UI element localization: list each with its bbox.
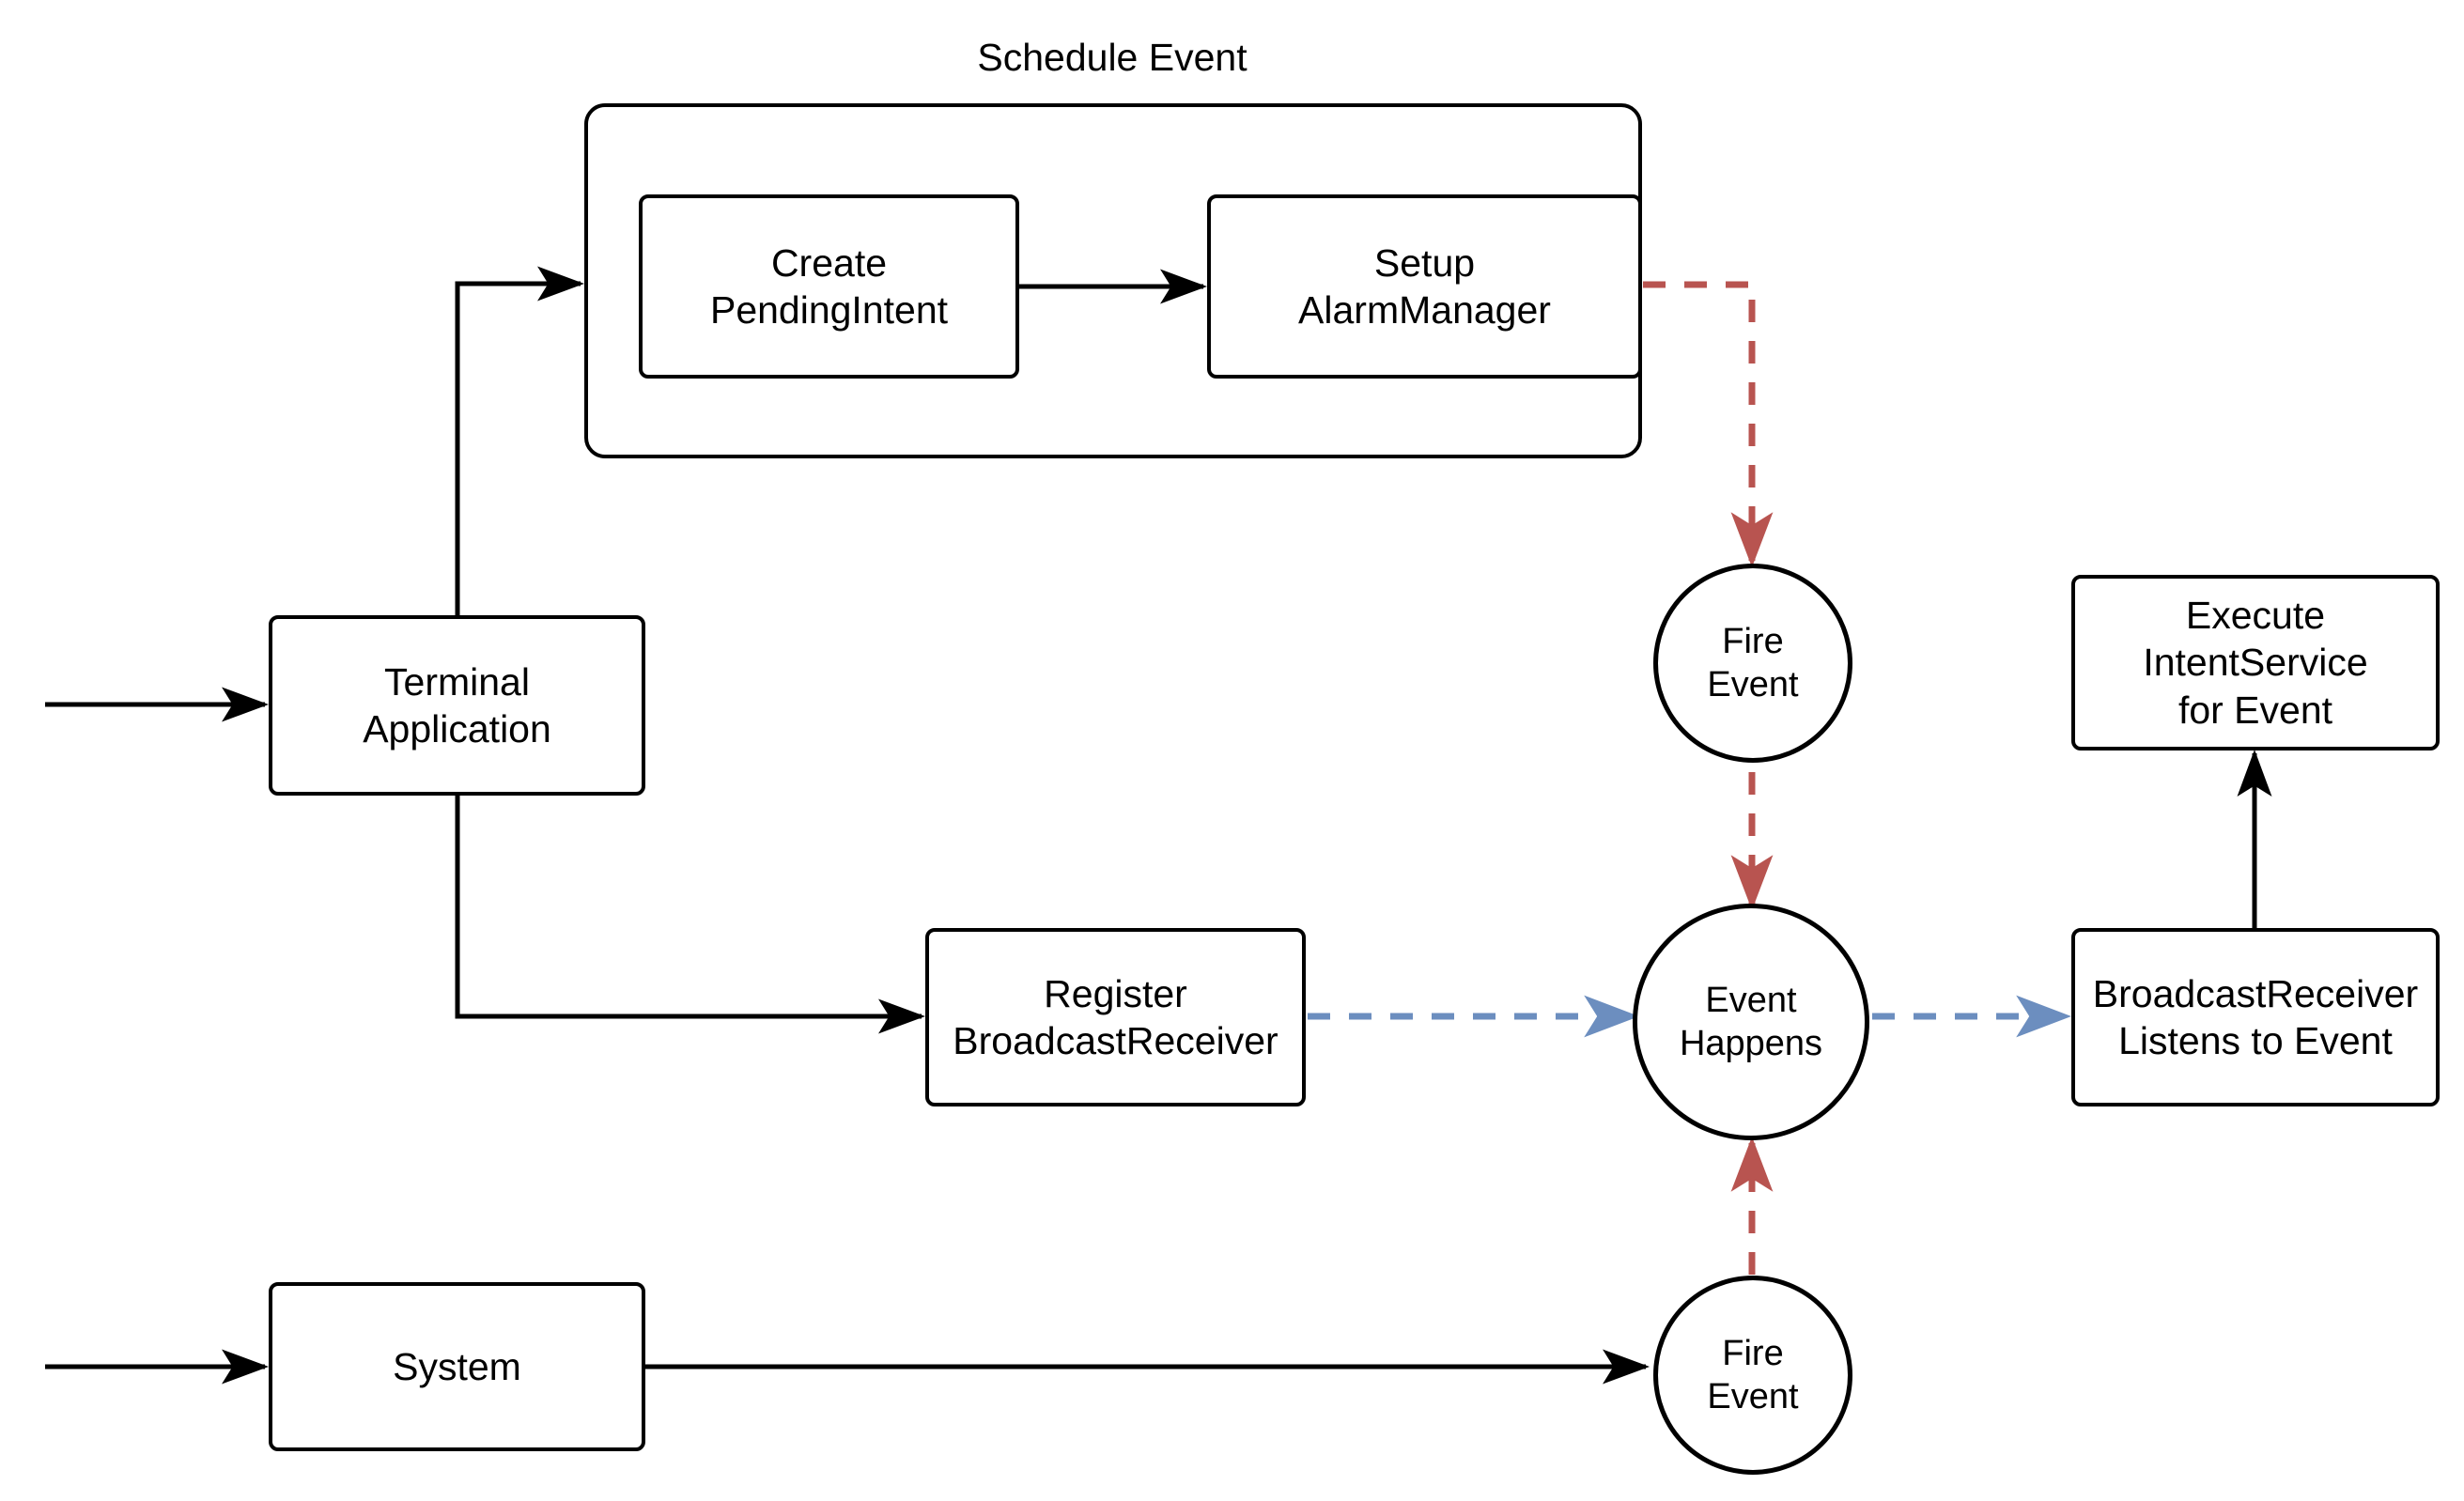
node-fire-event-bottom[interactable]: Fire Event (1653, 1276, 1852, 1475)
edge-setup-to-fire-event (1643, 281, 1774, 567)
node-broadcast-receiver-listens[interactable]: BroadcastReceiver Listens to Event (2071, 928, 2440, 1106)
node-system[interactable]: System (269, 1282, 645, 1451)
node-execute-intent-service[interactable]: Execute IntentService for Event (2071, 575, 2440, 750)
node-setup-alarm-manager[interactable]: Setup AlarmManager (1207, 194, 1642, 379)
node-terminal-application[interactable]: Terminal Application (269, 615, 645, 796)
edge-terminal-to-schedule (455, 266, 585, 615)
node-create-pending-intent[interactable]: Create PendingIntent (639, 194, 1019, 379)
edge-terminal-to-register (455, 796, 926, 1034)
node-event-happens[interactable]: Event Happens (1633, 904, 1869, 1140)
schedule-event-group-title: Schedule Event (977, 36, 1247, 79)
node-register-broadcast-receiver[interactable]: Register BroadcastReceiver (925, 928, 1306, 1106)
node-fire-event-top[interactable]: Fire Event (1653, 564, 1852, 763)
